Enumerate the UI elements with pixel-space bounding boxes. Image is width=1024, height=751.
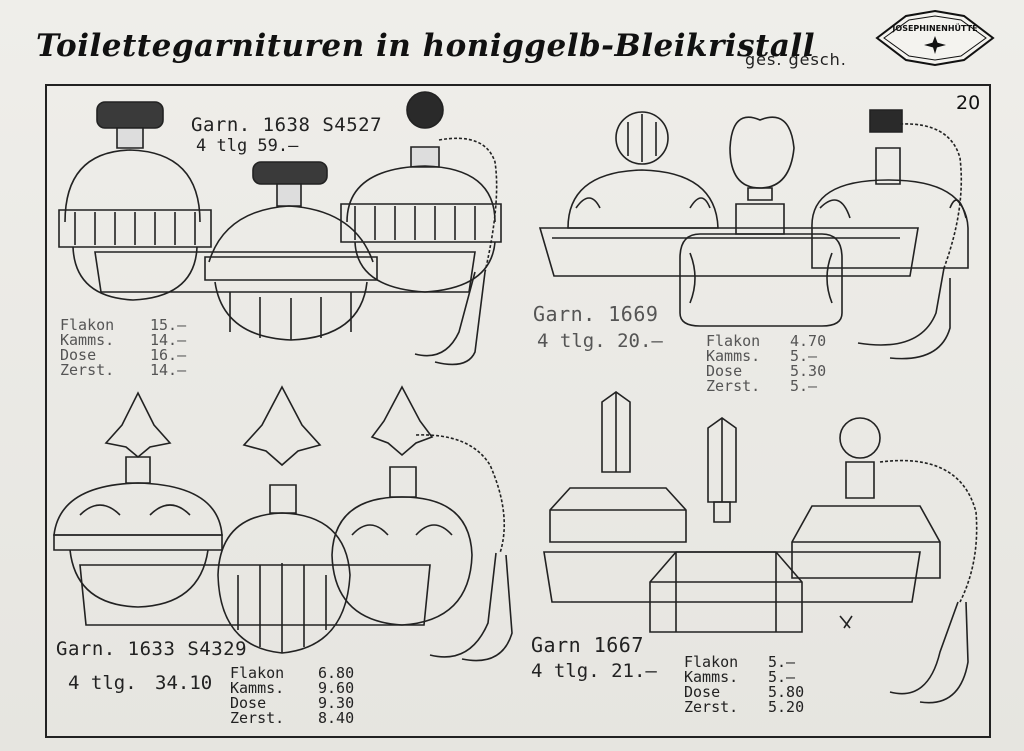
item-price: 5.30 [790, 362, 827, 380]
price-row: Dose 5.80 [684, 685, 804, 700]
price-row: Dose 16.– [60, 348, 186, 363]
price-row: Flakon 4.70 [706, 334, 826, 349]
content-frame [45, 84, 991, 738]
item-price: 14.– [150, 361, 187, 379]
glass-set-1633-illustration [50, 385, 520, 670]
item-label: Kamms. [684, 668, 739, 686]
item-label: Zerst. [684, 698, 739, 716]
page-number: 20 [956, 92, 981, 114]
item-label: Dose [60, 346, 97, 364]
item-price: 4.70 [790, 332, 827, 350]
item-price: 8.40 [318, 709, 355, 727]
set-1633-price-list: Flakon 6.80 Kamms. 9.60 Dose 9.30 Zerst. 8.4… [230, 666, 354, 726]
set-1638-name: Garn. 1638 S4527 [191, 114, 383, 136]
price-row: Zerst. 5.– [706, 379, 826, 394]
item-label: Zerst. [706, 377, 761, 395]
price-row: Dose 9.30 [230, 696, 354, 711]
item-label: Dose [706, 362, 743, 380]
glass-set-1669-illustration [540, 108, 970, 363]
glass-set-1638-illustration [55, 92, 505, 372]
set-1633-name: Garn. 1633 S4329 [56, 638, 248, 660]
price-row: Kamms. 5.– [706, 349, 826, 364]
price-row: Kamms. 9.60 [230, 681, 354, 696]
set-1638-pieces-price: 4 tlg 59.– [196, 136, 299, 156]
item-label: Dose [230, 694, 267, 712]
item-price: 16.– [150, 346, 187, 364]
item-label: Flakon [230, 664, 285, 682]
set-1667-pieces-price: 4 tlg. 21.– [531, 660, 657, 682]
price-row: Kamms. 14.– [60, 333, 186, 348]
item-label: Flakon [684, 653, 739, 671]
set-1667-name: Garn 1667 [531, 633, 644, 657]
item-price: 5.– [768, 668, 796, 686]
item-label: Flakon [60, 316, 115, 334]
set-1669-price-list: Flakon 4.70 Kamms. 5.– Dose 5.30 Zerst. 5.– [706, 334, 826, 394]
page-title: Toilettegarnituren in honiggelb-Bleikris… [36, 28, 815, 64]
set-1669-pieces-price: 4 tlg. 20.– [537, 330, 663, 352]
price-row: Zerst. 14.– [60, 363, 186, 378]
price-row: Flakon 6.80 [230, 666, 354, 681]
item-label: Dose [684, 683, 721, 701]
item-label: Kamms. [706, 347, 761, 365]
item-label: Zerst. [60, 361, 115, 379]
set-1669-name: Garn. 1669 [533, 302, 659, 326]
item-label: Kamms. [230, 679, 285, 697]
item-price: 5.– [768, 653, 796, 671]
item-price: 6.80 [318, 664, 355, 682]
item-price: 9.30 [318, 694, 355, 712]
set-1667-price-list: Flakon 5.– Kamms. 5.– Dose 5.80 Zerst. 5.20 [684, 655, 804, 715]
item-price: 14.– [150, 331, 187, 349]
price-row: Dose 5.30 [706, 364, 826, 379]
set-1638-price-list: Flakon 15.– Kamms. 14.– Dose 16.– Zerst. 14.… [60, 318, 186, 378]
item-price: 9.60 [318, 679, 355, 697]
price-row: Kamms. 5.– [684, 670, 804, 685]
glass-set-1667-illustration [540, 392, 980, 712]
set-1633-pieces: 4 tlg. [68, 672, 137, 694]
price-row: Zerst. 5.20 [684, 700, 804, 715]
item-label: Flakon [706, 332, 761, 350]
item-price: 5.– [790, 347, 818, 365]
josephinenhuette-logo: JOSEPHINENHÜTTE [875, 9, 995, 67]
item-label: Zerst. [230, 709, 285, 727]
price-row: Flakon 5.– [684, 655, 804, 670]
set-1633-price: 34.10 [155, 672, 213, 694]
page-subtitle: ges. gesch. [745, 50, 847, 69]
item-label: Kamms. [60, 331, 115, 349]
price-row: Flakon 15.– [60, 318, 186, 333]
item-price: 5.80 [768, 683, 805, 701]
logo-text: JOSEPHINENHÜTTE [891, 23, 977, 33]
price-row: Zerst. 8.40 [230, 711, 354, 726]
item-price: 5.20 [768, 698, 805, 716]
item-price: 15.– [150, 316, 187, 334]
item-price: 5.– [790, 377, 818, 395]
